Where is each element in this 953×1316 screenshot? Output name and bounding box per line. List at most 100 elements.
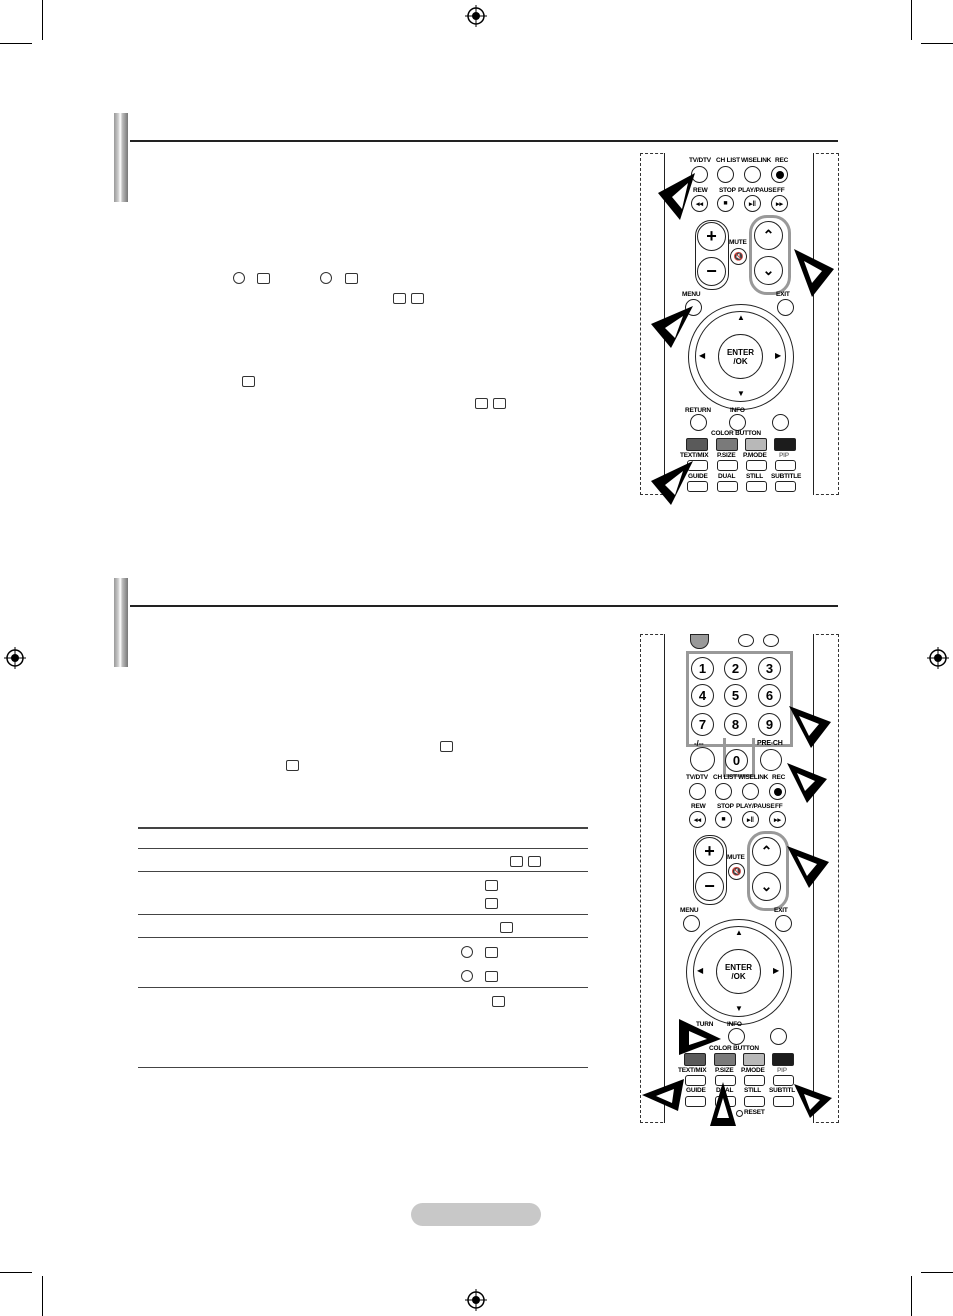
blue-button[interactable] [774,438,796,451]
number-6-button[interactable]: 6 [758,684,781,707]
ff-button[interactable]: ▸▸ [769,811,786,828]
stop-label: STOP [719,187,736,194]
source-button[interactable] [738,634,754,647]
anynet-button[interactable] [772,414,789,431]
green-button[interactable] [716,438,738,451]
info-button[interactable] [728,1028,745,1045]
pip-label: PIP [779,452,789,459]
tvdtv-button[interactable] [691,166,708,183]
number-9-button[interactable]: 9 [758,713,781,736]
enter-ok-button[interactable]: ENTER /OK [718,334,763,379]
mute-button[interactable]: 🔇 [730,248,747,265]
dpad-inner-ring [695,311,786,402]
channel-down-button[interactable]: ⌄ [754,256,783,285]
rew-button[interactable]: ◂◂ [689,811,706,828]
teletext-prev-icon [345,273,358,284]
dpad-down-icon[interactable]: ▼ [735,1004,743,1013]
number-0-button[interactable]: 0 [725,749,748,772]
teletext-button[interactable] [763,634,779,647]
dash-button[interactable] [690,747,715,772]
pip-button[interactable] [775,460,796,471]
guide-button[interactable] [685,1096,706,1107]
exit-button[interactable] [777,299,794,316]
number-3-button[interactable]: 3 [758,657,781,680]
pip-button[interactable] [773,1075,794,1086]
guide-button[interactable] [687,481,708,492]
record-icon [775,170,784,179]
textmix-button[interactable] [685,1075,706,1086]
teletext-mix-icon [528,856,541,867]
prech-button[interactable] [760,749,782,771]
subtitle-button[interactable] [775,481,796,492]
ff-button[interactable]: ▸▸ [771,195,788,212]
section-header-line [130,140,838,142]
volume-rocker[interactable]: + − [693,835,727,905]
yellow-button[interactable] [745,438,767,451]
number-5-button[interactable]: 5 [724,684,747,707]
number-7-button[interactable]: 7 [691,713,714,736]
playpause-button[interactable]: ▸‖ [742,811,759,828]
exit-button[interactable] [775,915,792,932]
red-button[interactable] [684,1053,706,1066]
number-8-button[interactable]: 8 [724,713,747,736]
red-button[interactable] [686,438,708,451]
dpad[interactable]: ENTER /OK ▲ ▼ ◀ ▶ [686,919,792,1025]
dpad-right-icon[interactable]: ▶ [773,966,780,975]
volume-rocker[interactable]: + − [695,220,729,290]
volume-up-button[interactable]: + [695,837,724,866]
stop-button[interactable]: ■ [715,811,732,828]
color-button-label: COLOR BUTTON [709,1045,759,1052]
dpad-down-icon[interactable]: ▼ [737,389,745,398]
psize-button[interactable] [717,460,738,471]
power-button[interactable] [690,634,709,649]
dpad-right-icon[interactable]: ▶ [775,351,782,360]
volume-up-button[interactable]: + [697,222,726,251]
dual-button[interactable] [717,481,738,492]
rec-button[interactable] [771,166,788,183]
playpause-button[interactable]: ▸‖ [744,195,761,212]
channel-down-button[interactable]: ⌄ [752,872,781,901]
return-button[interactable] [690,414,707,431]
volume-down-button[interactable]: − [695,872,724,901]
wiselink-button[interactable] [744,166,761,183]
dpad-up-icon[interactable]: ▲ [735,928,743,937]
record-icon [773,787,782,796]
number-4-button[interactable]: 4 [691,684,714,707]
still-button[interactable] [746,481,767,492]
channel-up-button[interactable]: ⌃ [752,837,781,866]
number-1-button[interactable]: 1 [691,657,714,680]
volume-down-button[interactable]: − [697,257,726,286]
return-label: RETURN [685,407,711,414]
green-button[interactable] [714,1053,736,1066]
channel-up-button[interactable]: ⌃ [754,221,783,250]
mute-button[interactable]: 🔇 [728,863,745,880]
chlist-button[interactable] [717,166,734,183]
tvdtv-label: TV/DTV [686,774,708,781]
dpad[interactable]: ENTER /OK ▲ ▼ ◀ ▶ [688,304,794,410]
stop-button[interactable]: ■ [717,195,734,212]
anynet-button[interactable] [770,1028,787,1045]
wiselink-button[interactable] [742,783,759,800]
rew-button[interactable]: ◂◂ [691,195,708,212]
psize-button[interactable] [715,1075,736,1086]
exit-label: EXIT [776,291,790,298]
dpad-left-icon[interactable]: ◀ [697,966,704,975]
dpad-left-icon[interactable]: ◀ [699,351,706,360]
chlist-button[interactable] [715,783,732,800]
subtitle-button[interactable] [773,1096,794,1107]
rec-button[interactable] [769,783,786,800]
pmode-button[interactable] [744,1075,765,1086]
blue-button[interactable] [772,1053,794,1066]
still-button[interactable] [744,1096,765,1107]
info-button[interactable] [729,414,746,431]
color-button-label: COLOR BUTTON [711,430,761,437]
dpad-up-icon[interactable]: ▲ [737,313,745,322]
menu-button[interactable] [683,915,700,932]
tvdtv-button[interactable] [689,783,706,800]
yellow-button[interactable] [743,1053,765,1066]
playpause-label: PLAY/PAUSE [736,803,775,810]
number-2-button[interactable]: 2 [724,657,747,680]
psize-label: P.SIZE [715,1067,734,1074]
pmode-button[interactable] [746,460,767,471]
enter-ok-button[interactable]: ENTER /OK [716,949,761,994]
